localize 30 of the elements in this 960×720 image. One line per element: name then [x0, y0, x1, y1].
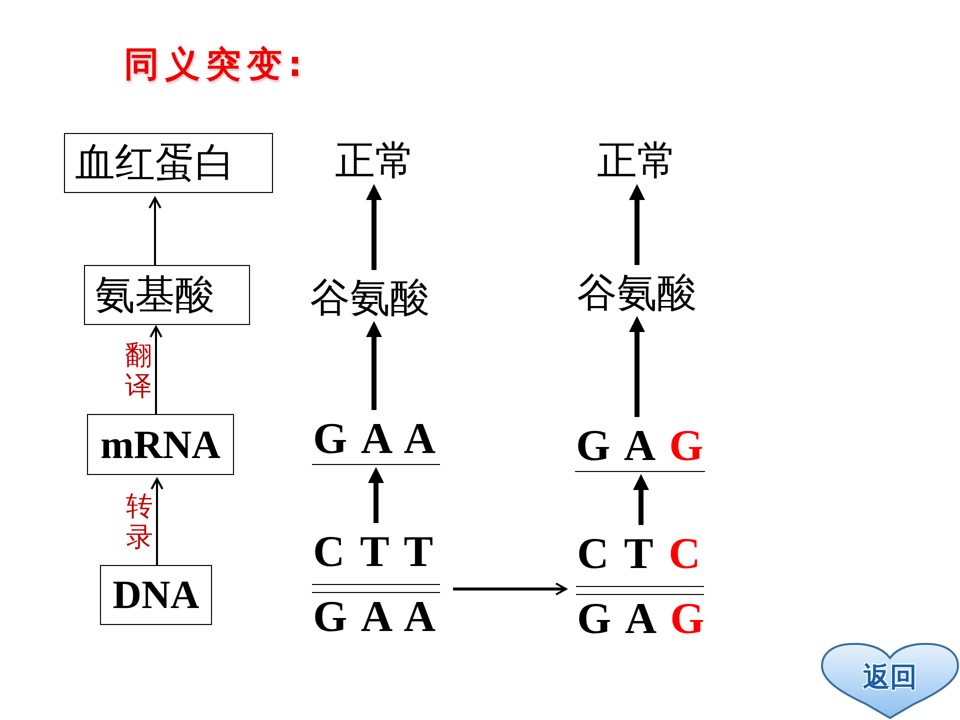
- arrow: [368, 467, 384, 523]
- term-box: [100, 565, 212, 625]
- arrow: [629, 316, 645, 417]
- base-sequence: G A G: [575, 424, 704, 468]
- term-label: DNA: [112, 573, 200, 617]
- arrow: [366, 321, 382, 410]
- back-button: 返回: [820, 642, 960, 720]
- arrow: [150, 326, 162, 414]
- base-sequence: G A A: [312, 417, 437, 461]
- arrow: [453, 582, 567, 596]
- base-sequence: G A G: [576, 597, 704, 641]
- phenotype-label: 正常: [597, 140, 677, 182]
- phenotype-label: 正常: [335, 140, 415, 182]
- term-label: 氨基酸: [95, 273, 215, 317]
- arrow: [148, 197, 162, 265]
- term-label: 血红蛋白: [75, 141, 235, 185]
- amino-acid-label: 谷氨酸: [310, 277, 430, 319]
- title: 同义突变:: [124, 44, 308, 87]
- base-sequence: C T T: [312, 530, 434, 574]
- amino-acid-label: 谷氨酸: [577, 272, 697, 314]
- base-sequence: C T C: [576, 532, 702, 576]
- term-box: [64, 133, 273, 193]
- term-box: [84, 265, 250, 325]
- base-sequence: G A A: [312, 595, 437, 639]
- arrow: [629, 184, 645, 265]
- term-box: [87, 414, 234, 475]
- arrow: [150, 478, 164, 565]
- term-label: mRNA: [100, 422, 220, 466]
- arrow: [366, 184, 382, 270]
- arrow: [633, 474, 649, 525]
